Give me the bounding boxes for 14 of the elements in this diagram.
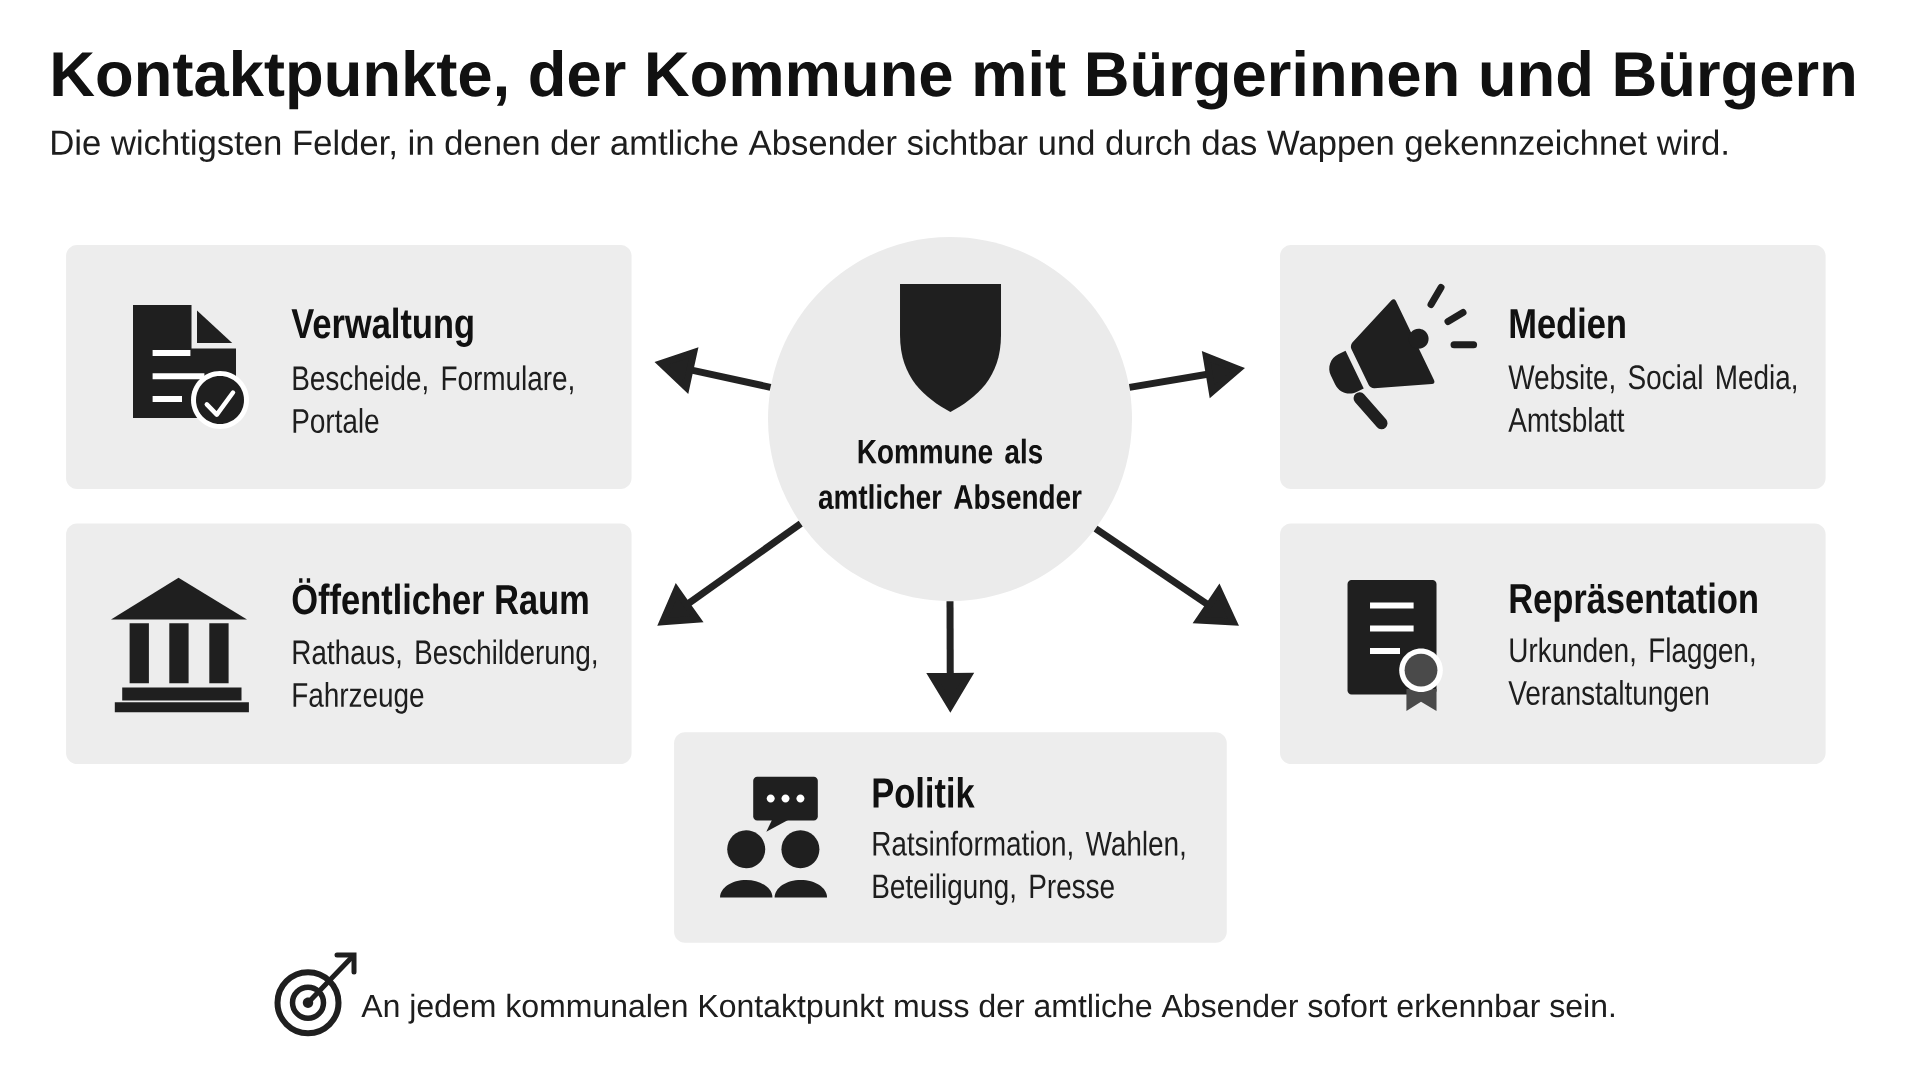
category-heading: Politik xyxy=(873,777,975,808)
category-description: Bescheide, Formulare, Portale xyxy=(293,365,573,433)
subtitle: Die wichtigsten Felder, in denen der amtliche Absender sichtbar und durch das Wappen gekennzeichnet wird. xyxy=(52,129,1727,162)
category-description: Ratsinformation, Wahlen, Beteiligung, Presse xyxy=(873,830,1185,906)
note: An jedem kommunalen Kontaktpunkt muss der amtliche Absender sofort erkennbar sein. xyxy=(361,993,1614,1024)
category-heading: Öffentlicher Raum xyxy=(292,578,588,615)
title: Kontaktpunkte, der Kommune mit Bürgerinnen und Bürgern xyxy=(53,50,1854,110)
category-heading: Medien xyxy=(1510,307,1625,339)
hub-label: Kommune als amtlicher Absender xyxy=(818,438,1082,510)
category-heading: Verwaltung xyxy=(291,307,473,347)
category-description: Website, Social Media, Amtsblatt xyxy=(1508,364,1796,432)
category-heading: Repräsentation xyxy=(1510,582,1757,622)
category-description: Rathaus, Beschilderung, Fahrzeuge xyxy=(293,639,597,714)
category-description: Urkunden, Flaggen, Veranstaltungen xyxy=(1508,637,1755,712)
